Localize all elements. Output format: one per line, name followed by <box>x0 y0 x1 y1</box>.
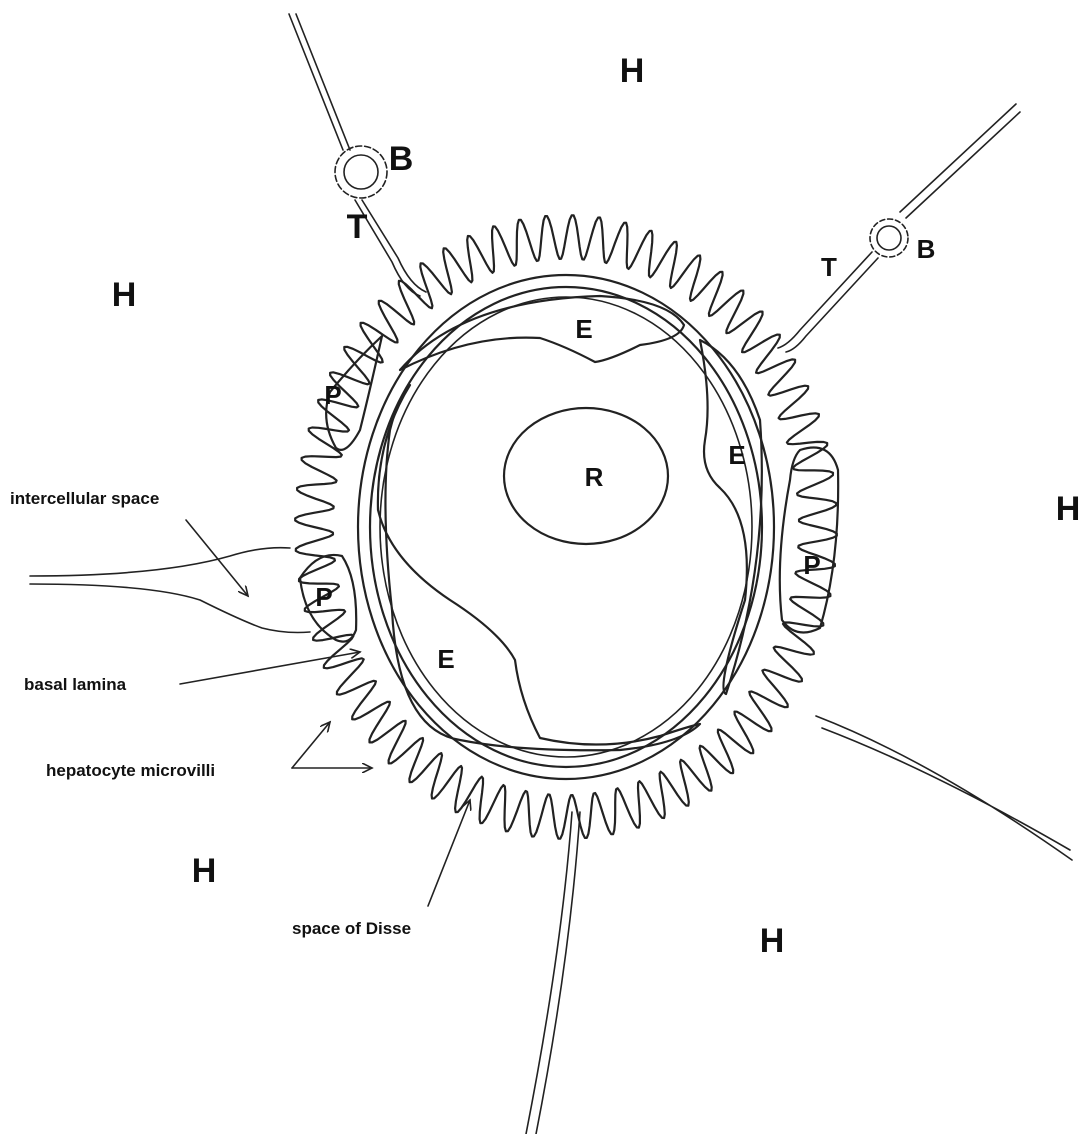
erythrocyte-label-top: E <box>575 314 592 344</box>
erythrocyte-label-large: E <box>437 644 454 674</box>
hepatocyte-label-left: H <box>112 276 137 314</box>
pericyte-right <box>780 448 838 633</box>
pericyte-label-left: P <box>315 582 332 612</box>
hepatocyte-label-top: H <box>620 52 645 90</box>
hepatocyte-label-bottom-left: H <box>192 852 217 890</box>
reticulocyte-label: R <box>585 462 604 492</box>
hepatocyte-label-right: H <box>1056 490 1081 528</box>
hepatocyte-microvilli-label: hepatocyte microvilli <box>46 761 215 780</box>
space-of-disse-label: space of Disse <box>292 919 411 938</box>
erythrocyte-label-right: E <box>728 440 745 470</box>
tight-junction-label-right: T <box>821 252 837 282</box>
tight-junction-label-upper: T <box>347 208 368 246</box>
intercellular-space-label: intercellular space <box>10 489 159 508</box>
intercellular-borders <box>30 14 1072 1134</box>
hepatocyte-microvilli-border <box>295 215 837 838</box>
bile-canaliculus-right <box>870 219 908 257</box>
hepatocyte-label-bottom-right: H <box>760 922 785 960</box>
bile-canaliculus-upper <box>335 146 387 198</box>
bile-canaliculus-label-right: B <box>917 234 936 264</box>
bile-canaliculus-label-upper: B <box>389 140 414 178</box>
basal-lamina-label: basal lamina <box>24 675 127 694</box>
pericyte-label-right: P <box>803 550 820 580</box>
pericyte-label-upper-left: P <box>324 380 341 410</box>
erythrocyte-top <box>400 296 684 370</box>
